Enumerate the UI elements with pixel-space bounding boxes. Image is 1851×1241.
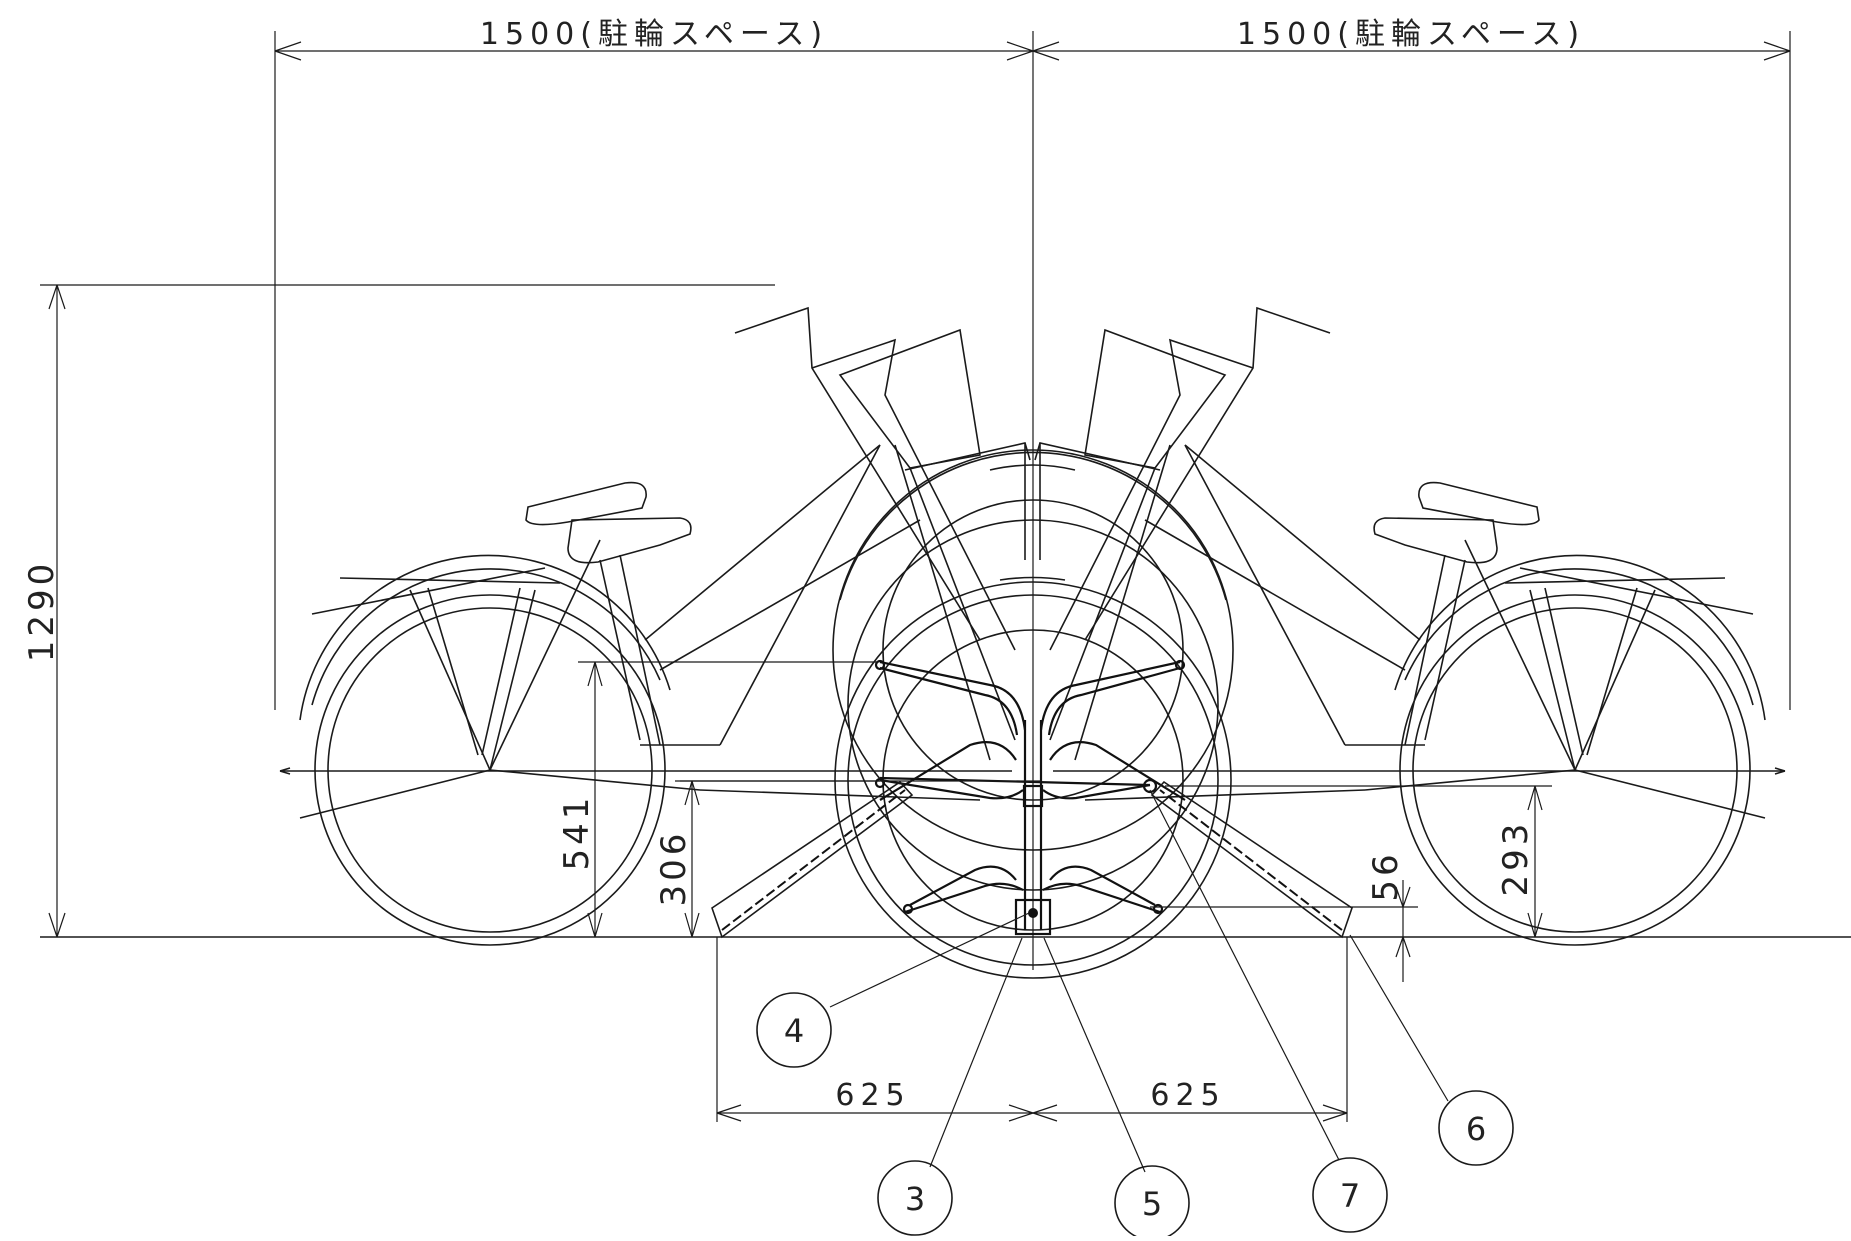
dim-left-lower-hook: 306 [654,830,694,907]
dim-base-offset: 56 [1366,850,1406,901]
right-bicycle [1053,444,1786,946]
dim-base-left: 625 [835,1078,910,1113]
front-wheels [832,449,1234,979]
callout-4: 4 [756,992,832,1068]
callout-6: 6 [1438,1090,1514,1166]
left-hook-dimension-lines [578,661,880,938]
callout-7: 7 [1312,1157,1388,1233]
dim-total-height: 1290 [22,560,62,663]
callout-3-label: 3 [905,1180,925,1218]
callout-4-label: 4 [784,1012,804,1050]
callout-leaders [829,789,1449,1173]
callout-7-label: 7 [1340,1177,1360,1215]
callout-5: 5 [1114,1165,1190,1241]
callout-5-label: 5 [1142,1185,1162,1223]
callout-3: 3 [877,1160,953,1236]
right-hook-dimension-lines [1150,785,1552,982]
bottom-dimension-lines [716,937,1348,1122]
right-handlebar-basket [999,306,1331,761]
dim-top-right: 1500(駐輪スペース) [1237,17,1585,52]
callout-6-label: 6 [1466,1110,1486,1148]
dim-right-lower-hook: 293 [1496,820,1536,897]
bicycle-rack [680,659,1353,939]
dim-left-upper-hook: 541 [557,794,597,871]
dim-top-left: 1500(駐輪スペース) [480,17,828,52]
dim-base-right: 625 [1150,1078,1225,1113]
height-dimension-lines [40,284,775,938]
left-bicycle [279,444,1012,946]
left-handlebar-basket [734,306,1076,761]
